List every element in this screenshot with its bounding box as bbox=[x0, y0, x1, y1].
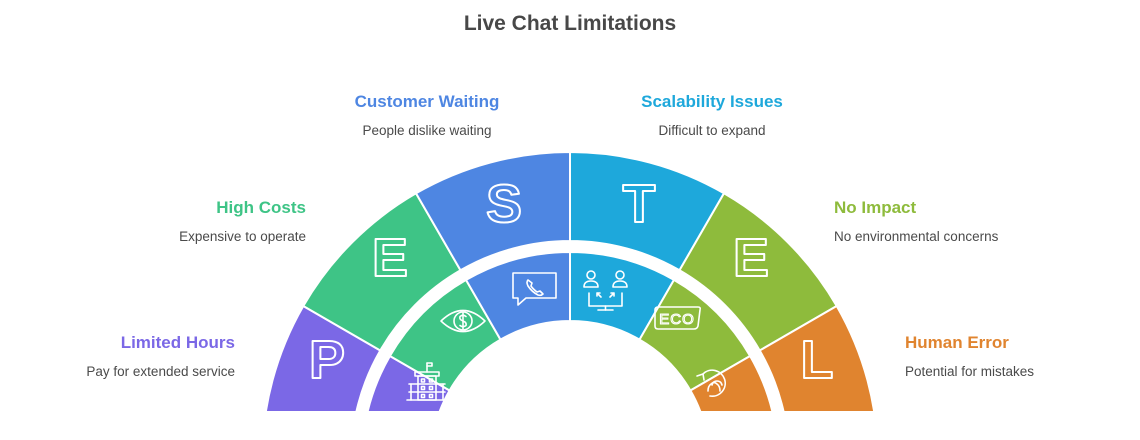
letter-e2: E bbox=[733, 228, 769, 288]
label-no-impact: No Impact bbox=[834, 198, 917, 217]
diagram-title: Live Chat Limitations bbox=[463, 12, 677, 35]
letter-p: P bbox=[309, 330, 345, 390]
letter-e1: E bbox=[372, 228, 408, 288]
desc-scalability-issues: Difficult to expand bbox=[658, 123, 766, 138]
desc-no-impact: No environmental concerns bbox=[834, 229, 999, 244]
label-customer-waiting: Customer Waiting bbox=[354, 92, 500, 111]
outer-ring bbox=[264, 150, 876, 411]
eco-badge-icon bbox=[654, 306, 702, 330]
inner-segment-arrow bbox=[689, 354, 774, 411]
label-human-error: Human Error bbox=[905, 333, 1009, 352]
users-monitor-icon bbox=[583, 270, 628, 311]
desc-human-error: Potential for mistakes bbox=[905, 364, 1035, 379]
label-high-costs: High Costs bbox=[216, 198, 306, 217]
chat-phone-icon bbox=[512, 272, 557, 306]
eco-badge-text: ECO bbox=[659, 311, 695, 328]
letter-t: T bbox=[623, 174, 656, 234]
circular-arrow-hands-icon bbox=[696, 369, 726, 397]
eye-dollar-icon bbox=[440, 309, 486, 333]
desc-high-costs: Expensive to operate bbox=[179, 229, 306, 244]
outer-segment-l bbox=[758, 304, 876, 411]
desc-limited-hours: Pay for extended service bbox=[86, 364, 235, 379]
label-scalability-issues: Scalability Issues bbox=[641, 92, 783, 111]
desc-customer-waiting: People dislike waiting bbox=[362, 123, 492, 138]
letter-s: S bbox=[486, 174, 522, 234]
letter-l: L bbox=[801, 330, 834, 390]
label-limited-hours: Limited Hours bbox=[120, 333, 235, 352]
building-icon bbox=[406, 362, 448, 401]
